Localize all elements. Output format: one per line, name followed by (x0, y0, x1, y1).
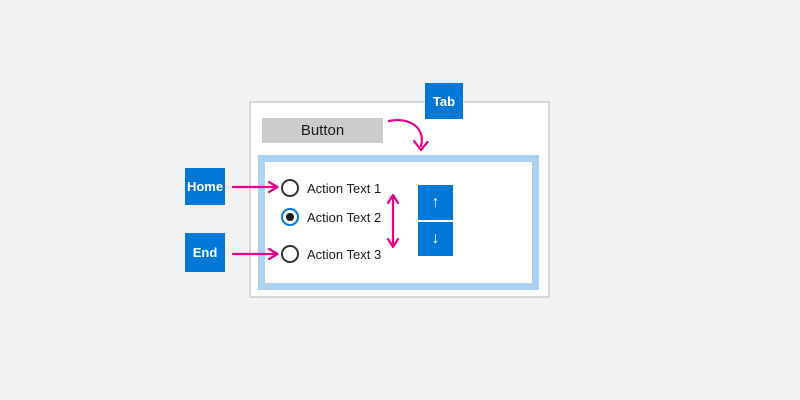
key-badge-home-label: Home (186, 179, 224, 194)
key-badge-end: End (185, 233, 225, 272)
spinner-controls: ↑ ↓ (418, 185, 453, 256)
key-badge-home: Home (185, 168, 225, 205)
focus-group: Action Text 1 Action Text 2 Action Text … (258, 155, 539, 290)
key-badge-end-label: End (192, 245, 218, 260)
radio-label: Action Text 1 (307, 180, 382, 196)
button-label: Button (300, 122, 345, 139)
key-badge-tab: Tab (425, 83, 463, 119)
radio-option-2[interactable]: Action Text 2 (281, 207, 381, 227)
key-badge-tab-label: Tab (432, 93, 456, 109)
radio-icon[interactable] (281, 208, 299, 226)
arrow-up-icon: ↑ (431, 193, 440, 211)
radio-label: Action Text 3 (307, 246, 382, 262)
button-control[interactable]: Button (262, 118, 383, 143)
radio-icon[interactable] (281, 179, 299, 197)
spin-down-button[interactable]: ↓ (418, 222, 453, 256)
app-window: Button Action Text 1 Action Text 2 Actio… (249, 101, 550, 298)
radio-option-1[interactable]: Action Text 1 (281, 178, 381, 198)
radio-option-3[interactable]: Action Text 3 (281, 244, 381, 264)
arrow-down-icon: ↓ (431, 230, 440, 247)
radio-label: Action Text 2 (307, 209, 382, 225)
spin-up-button[interactable]: ↑ (418, 185, 453, 220)
radio-icon[interactable] (281, 245, 299, 263)
